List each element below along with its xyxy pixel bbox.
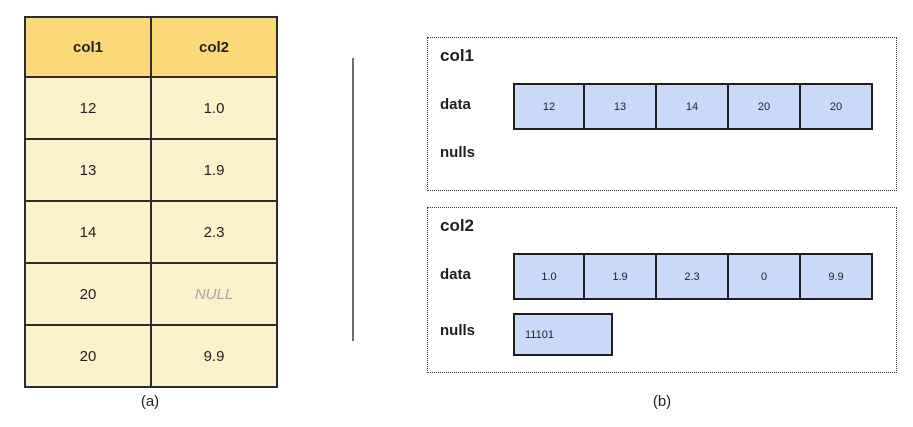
divider-line [352, 58, 354, 341]
table-cell: 14 [24, 200, 152, 264]
colbox-col2: col2 data 1.0 1.9 2.3 0 9.9 nulls 11101 [427, 207, 897, 373]
table-cell: 2.3 [150, 200, 278, 264]
col1-data-array: 12 13 14 20 20 [513, 83, 873, 130]
data-cell: 0 [729, 253, 801, 300]
table-header-col2: col2 [150, 16, 278, 78]
data-row-label: data [440, 266, 471, 283]
nulls-bitmap-cell: 11101 [513, 313, 613, 356]
row-table: col1 col2 12 1.0 13 1.9 14 2.3 20 NULL 2 [24, 16, 278, 388]
colbox-col1-title: col1 [440, 46, 475, 65]
col2-data-array: 1.0 1.9 2.3 0 9.9 [513, 253, 873, 300]
caption-a: (a) [140, 393, 160, 410]
table-cell: 20 [24, 262, 152, 326]
table-header-row: col1 col2 [24, 16, 278, 78]
data-row-label: data [440, 96, 471, 113]
table-header-col1: col1 [24, 16, 152, 78]
nulls-row-label: nulls [440, 144, 476, 161]
data-cell: 20 [729, 83, 801, 130]
nulls-row-label: nulls [440, 322, 476, 339]
table-row: 20 NULL [24, 262, 278, 326]
table-cell: 13 [24, 138, 152, 202]
table-row: 14 2.3 [24, 200, 278, 264]
caption-b: (b) [652, 393, 672, 410]
data-cell: 9.9 [801, 253, 873, 300]
table-cell: 12 [24, 76, 152, 140]
table-row: 13 1.9 [24, 138, 278, 202]
data-cell: 20 [801, 83, 873, 130]
table-cell: 9.9 [150, 324, 278, 388]
table-cell-null: NULL [150, 262, 278, 326]
data-cell: 14 [657, 83, 729, 130]
table-cell: 1.0 [150, 76, 278, 140]
table-row: 12 1.0 [24, 76, 278, 140]
table-cell: 1.9 [150, 138, 278, 202]
colbox-col1: col1 data 12 13 14 20 20 nulls [427, 37, 897, 191]
data-cell: 2.3 [657, 253, 729, 300]
data-cell: 1.0 [513, 253, 585, 300]
data-cell: 1.9 [585, 253, 657, 300]
data-cell: 12 [513, 83, 585, 130]
table-row: 20 9.9 [24, 324, 278, 388]
data-cell: 13 [585, 83, 657, 130]
colbox-col2-title: col2 [440, 216, 475, 235]
table-cell: 20 [24, 324, 152, 388]
